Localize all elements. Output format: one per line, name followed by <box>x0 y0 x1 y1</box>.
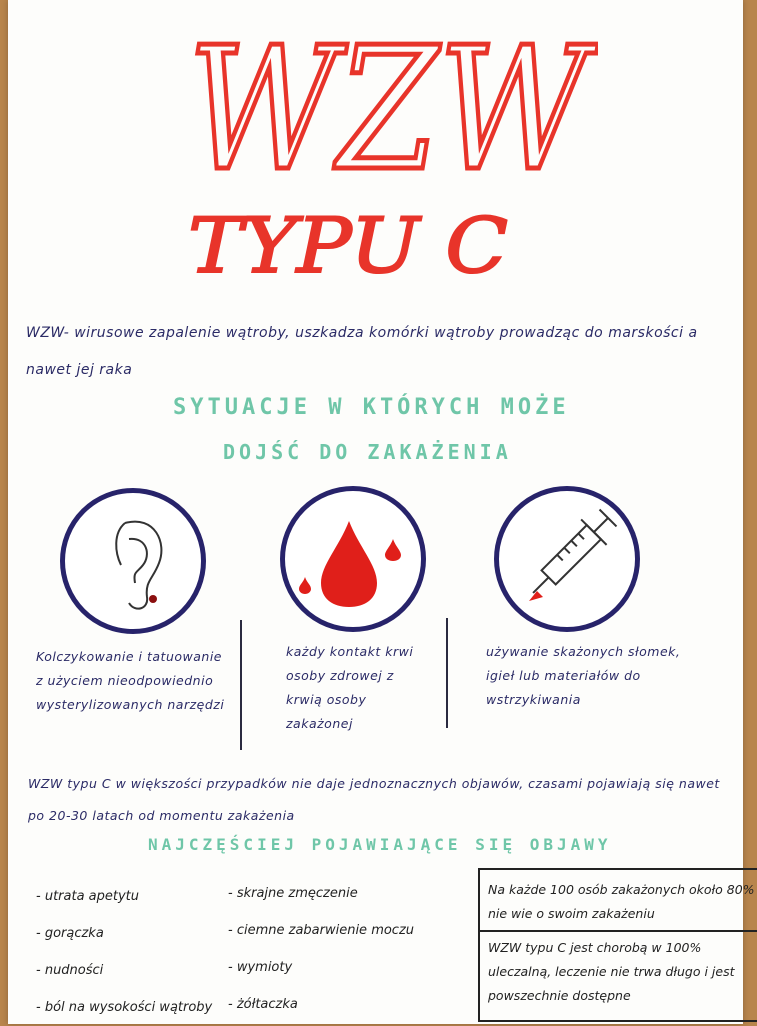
intro-text: WZW- wirusowe zapalenie wątroby, uszkadz… <box>26 325 698 378</box>
fact-curable: WZW typu C jest chorobą w 100% uleczalną… <box>488 940 735 1003</box>
list-item: - wymioty <box>228 960 293 975</box>
list-item: - utrata apetytu <box>36 889 140 904</box>
list-item: - ciemne zabarwienie moczu <box>228 923 415 938</box>
divider-line <box>240 620 242 750</box>
blood-drop-icon <box>280 486 426 632</box>
svg-text:TYPU C: TYPU C <box>188 201 508 290</box>
situation-text-1: Kolczykowanie i tatuowanie z użyciem nie… <box>36 649 225 712</box>
symptoms-list-1: - utrata apetytu - gorączka - nudności -… <box>36 878 212 1026</box>
fact-infected: Na każde 100 osób zakażonych około 80% n… <box>488 882 755 921</box>
situation-text-3: używanie skażonych słomek, igieł lub mat… <box>486 644 681 707</box>
poster-subtitle: TYPU C <box>187 200 509 290</box>
poster-title: WZW <box>186 9 599 199</box>
facts-divider <box>480 930 757 932</box>
facts-box: Na każde 100 osób zakażonych około 80% n… <box>478 868 757 1022</box>
divider-line <box>446 618 448 728</box>
list-item: - gorączka <box>36 926 104 941</box>
svg-text:WZW: WZW <box>188 11 598 198</box>
symptoms-heading: NAJCZĘŚCIEJ POJAWIAJĄCE SIĘ OBJAWY <box>148 835 612 854</box>
list-item: - żółtaczka <box>228 997 298 1012</box>
syringe-icon <box>494 486 640 632</box>
situation-text-2: każdy kontakt krwi osoby zdrowej z krwią… <box>286 644 414 731</box>
situations-heading-line2: DOJŚĆ DO ZAKAŻENIA <box>223 440 512 464</box>
ear-icon <box>60 488 206 634</box>
symptoms-list-2: - skrajne zmęczenie - ciemne zabarwienie… <box>228 875 414 1023</box>
situations-heading-line1: SYTUACJE W KTÓRYCH MOŻE <box>173 395 570 420</box>
symptoms-intro-paragraph: WZW typu C w większości przypadków nie d… <box>28 776 720 823</box>
list-item: - skrajne zmęczenie <box>228 886 358 901</box>
list-item: - nudności <box>36 963 104 978</box>
list-item: - ból na wysokości wątroby <box>36 1000 213 1015</box>
poster-paper: WZW TYPU C WZW- wirusowe zapalenie wątro… <box>8 0 757 1026</box>
